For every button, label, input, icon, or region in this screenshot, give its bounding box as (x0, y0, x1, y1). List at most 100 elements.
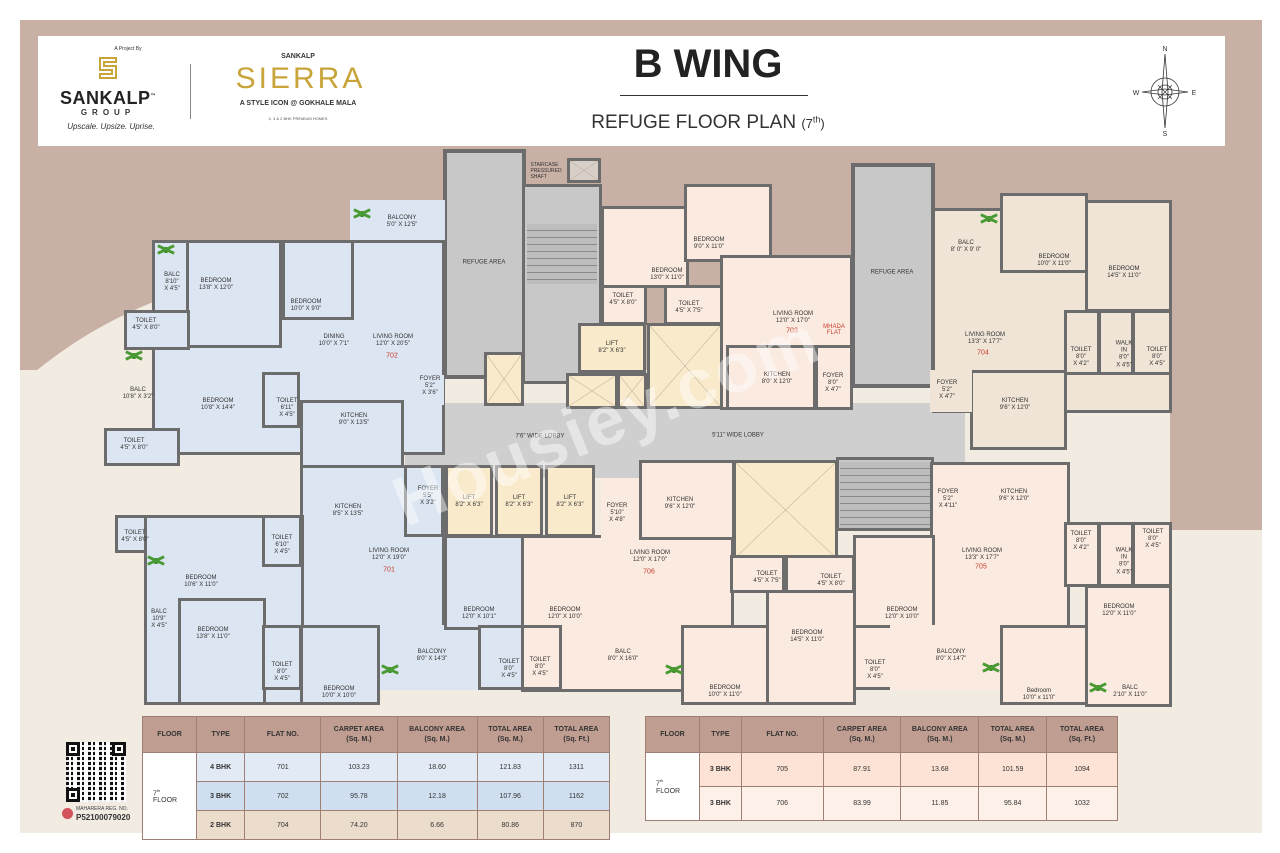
svg-text:W: W (1133, 90, 1140, 97)
mhada-flat-note: MHADA FLAT (823, 324, 845, 336)
lift-bottom-3 (545, 465, 595, 537)
developer-tagline: Upscale. Upsize. Uprise. (67, 122, 155, 131)
sankalp-logo-icon (99, 57, 117, 79)
refuge-left-label: REFUGE AREA (462, 259, 506, 266)
developer-name: SANKALP™ (59, 88, 156, 108)
th-total-ft: TOTAL AREA(Sq. Ft.) (542, 716, 611, 753)
shaft-duct (567, 158, 601, 183)
qr-code[interactable] (66, 742, 126, 802)
lobby-left-label: 7'6" WIDE LOBBY (515, 433, 565, 440)
th-type: TYPE (196, 716, 246, 753)
project-subtitle: 4, 3 & 2 BHK PREMIUM HOMES (268, 116, 328, 121)
table-row: 2 BHK 704 74.20 6.66 80.86 870 (143, 810, 611, 840)
th-carpet: CARPET AREA(Sq. M.) (822, 716, 902, 753)
area-table-left: FLOOR TYPE FLAT NO. CARPET AREA(Sq. M.) … (141, 716, 611, 840)
project-name: SIERRA (235, 62, 366, 95)
project-by-label: A Project By (114, 46, 142, 52)
wing-title: B WING (633, 42, 783, 86)
flat-number-706: 706 (643, 568, 655, 576)
project-tagline: A STYLE ICON @ GOKHALE MALA (239, 100, 357, 107)
flat-number-704: 704 (977, 349, 989, 357)
lobby-right-label: 5'11" WIDE LOBBY (712, 432, 764, 439)
qr-finder-icon (66, 742, 80, 756)
developer-group-word: GROUP (80, 108, 136, 117)
title-divider (620, 95, 808, 96)
svg-text:N: N (1162, 46, 1167, 53)
table-row: 3 BHK 702 95.78 12.18 107.96 1162 (143, 781, 611, 811)
stairs-top (527, 224, 597, 284)
lift-bottom-1 (445, 465, 493, 537)
th-flat-no: FLAT NO. (244, 716, 322, 753)
table-row: 3 BHK 706 83.99 11.85 95.84 1032 (646, 786, 1118, 821)
th-total-m: TOTAL AREA(Sq. M.) (476, 716, 544, 753)
th-total-m: TOTAL AREA(Sq. M.) (978, 716, 1048, 753)
shaft-2 (566, 373, 618, 409)
th-carpet: CARPET AREA(Sq. M.) (320, 716, 398, 753)
rera-number: P52100079020 (76, 813, 131, 822)
stairs-bottom (840, 462, 930, 528)
header-divider (190, 64, 191, 119)
flat-number-705: 705 (975, 563, 987, 571)
th-floor: FLOOR (645, 716, 700, 753)
th-flat-no: FLAT NO. (740, 716, 824, 753)
compass-icon: N S W E (1133, 46, 1197, 138)
maharera-logo-icon (62, 808, 73, 819)
flat-number-701: 701 (383, 566, 395, 574)
shaft-3 (617, 373, 647, 409)
rera-label: MAHARERA REG. NO. (76, 806, 128, 812)
th-balcony: BALCONY AREA(Sq. M.) (396, 716, 478, 753)
shaft-5 (647, 323, 723, 409)
th-balcony: BALCONY AREA(Sq. M.) (900, 716, 980, 753)
shaft-1 (484, 352, 524, 406)
